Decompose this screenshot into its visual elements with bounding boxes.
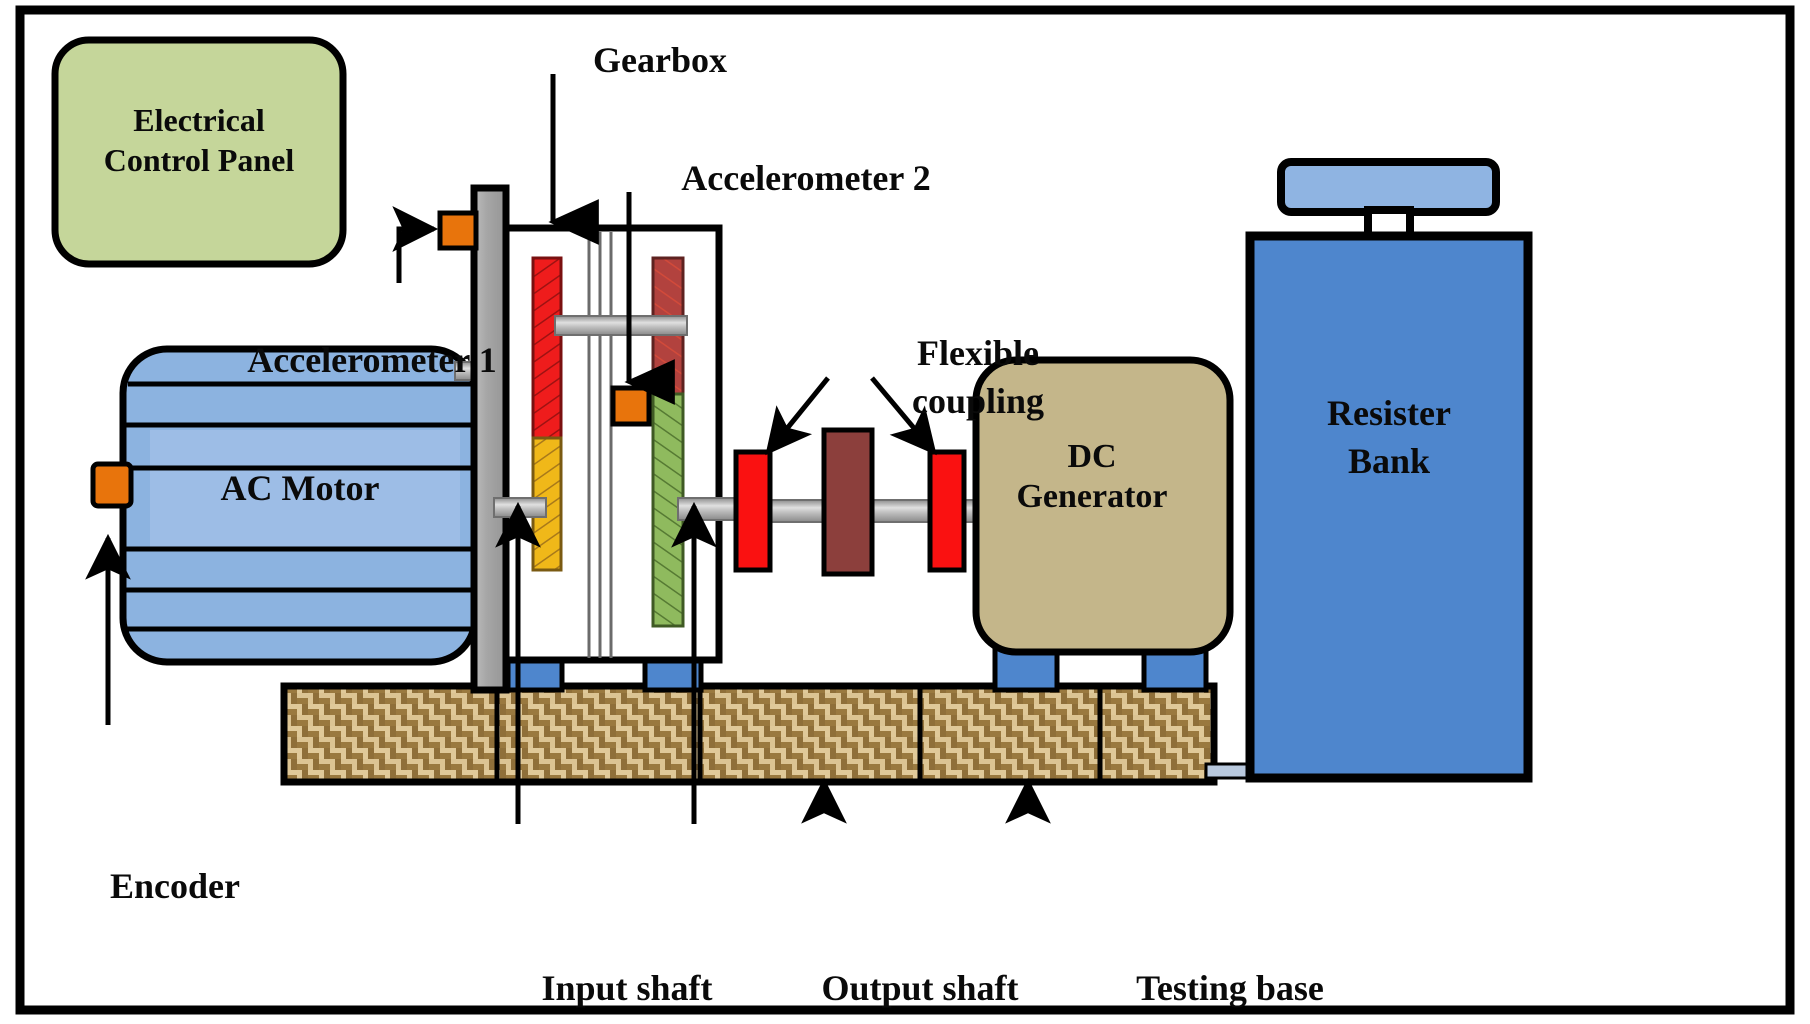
input-shaft-callout-label: Input shaft [541, 968, 712, 1008]
gearbox-internal-shaft [554, 315, 688, 336]
control-panel-label-line2: Control Panel [104, 142, 295, 178]
input-gear-top [531, 256, 563, 440]
testing-base [280, 682, 1218, 786]
encoder-sensor[interactable] [90, 461, 134, 509]
electrical-control-panel: Electrical Control Panel [51, 36, 347, 268]
dc-generator: DC Generator [972, 356, 1234, 656]
flexible-coupling-callout-line2: coupling [912, 381, 1044, 421]
encoder-callout-label: Encoder [110, 866, 240, 906]
coupling-flange-right [927, 449, 967, 573]
gearbox-mount-plate [470, 184, 510, 694]
accelerometer-2-sensor[interactable] [610, 385, 652, 427]
gearbox-callout-label: Gearbox [593, 40, 727, 80]
control-panel-label-line1: Electrical [133, 102, 265, 138]
flexible-coupling-callout-line1: Flexible [917, 333, 1039, 373]
flexible-coupling-leader-right [870, 376, 937, 456]
coupling-flange-left [733, 449, 773, 573]
ac-motor-label: AC Motor [221, 468, 380, 508]
resister-bank-cap [1277, 158, 1500, 216]
output-shaft-stub [677, 497, 741, 521]
output-shaft-callout-label: Output shaft [821, 968, 1018, 1008]
resister-bank-label-line2: Bank [1348, 441, 1430, 481]
dc-generator-label-line1: DC [1067, 438, 1116, 475]
flexible-coupling-assembly [733, 427, 977, 577]
resister-bank: Resister Bank [1245, 158, 1533, 783]
testing-base-callout-label: Testing base [1136, 968, 1324, 1008]
coupling-hub [821, 427, 875, 577]
accelerometer-1-leader [392, 206, 439, 283]
dc-generator-label-line2: Generator [1016, 478, 1167, 515]
resister-bank-body [1245, 231, 1533, 783]
accelerometer-1-callout-label: Accelerometer 1 [247, 340, 497, 380]
accelerometer-2-callout-label: Accelerometer 2 [681, 158, 931, 198]
ac-motor: AC Motor [119, 345, 479, 666]
flexible-coupling-leader-left [765, 376, 830, 456]
gearbox [470, 184, 741, 694]
resister-bank-label-line1: Resister [1327, 393, 1451, 433]
accelerometer-1-sensor[interactable] [437, 210, 479, 251]
